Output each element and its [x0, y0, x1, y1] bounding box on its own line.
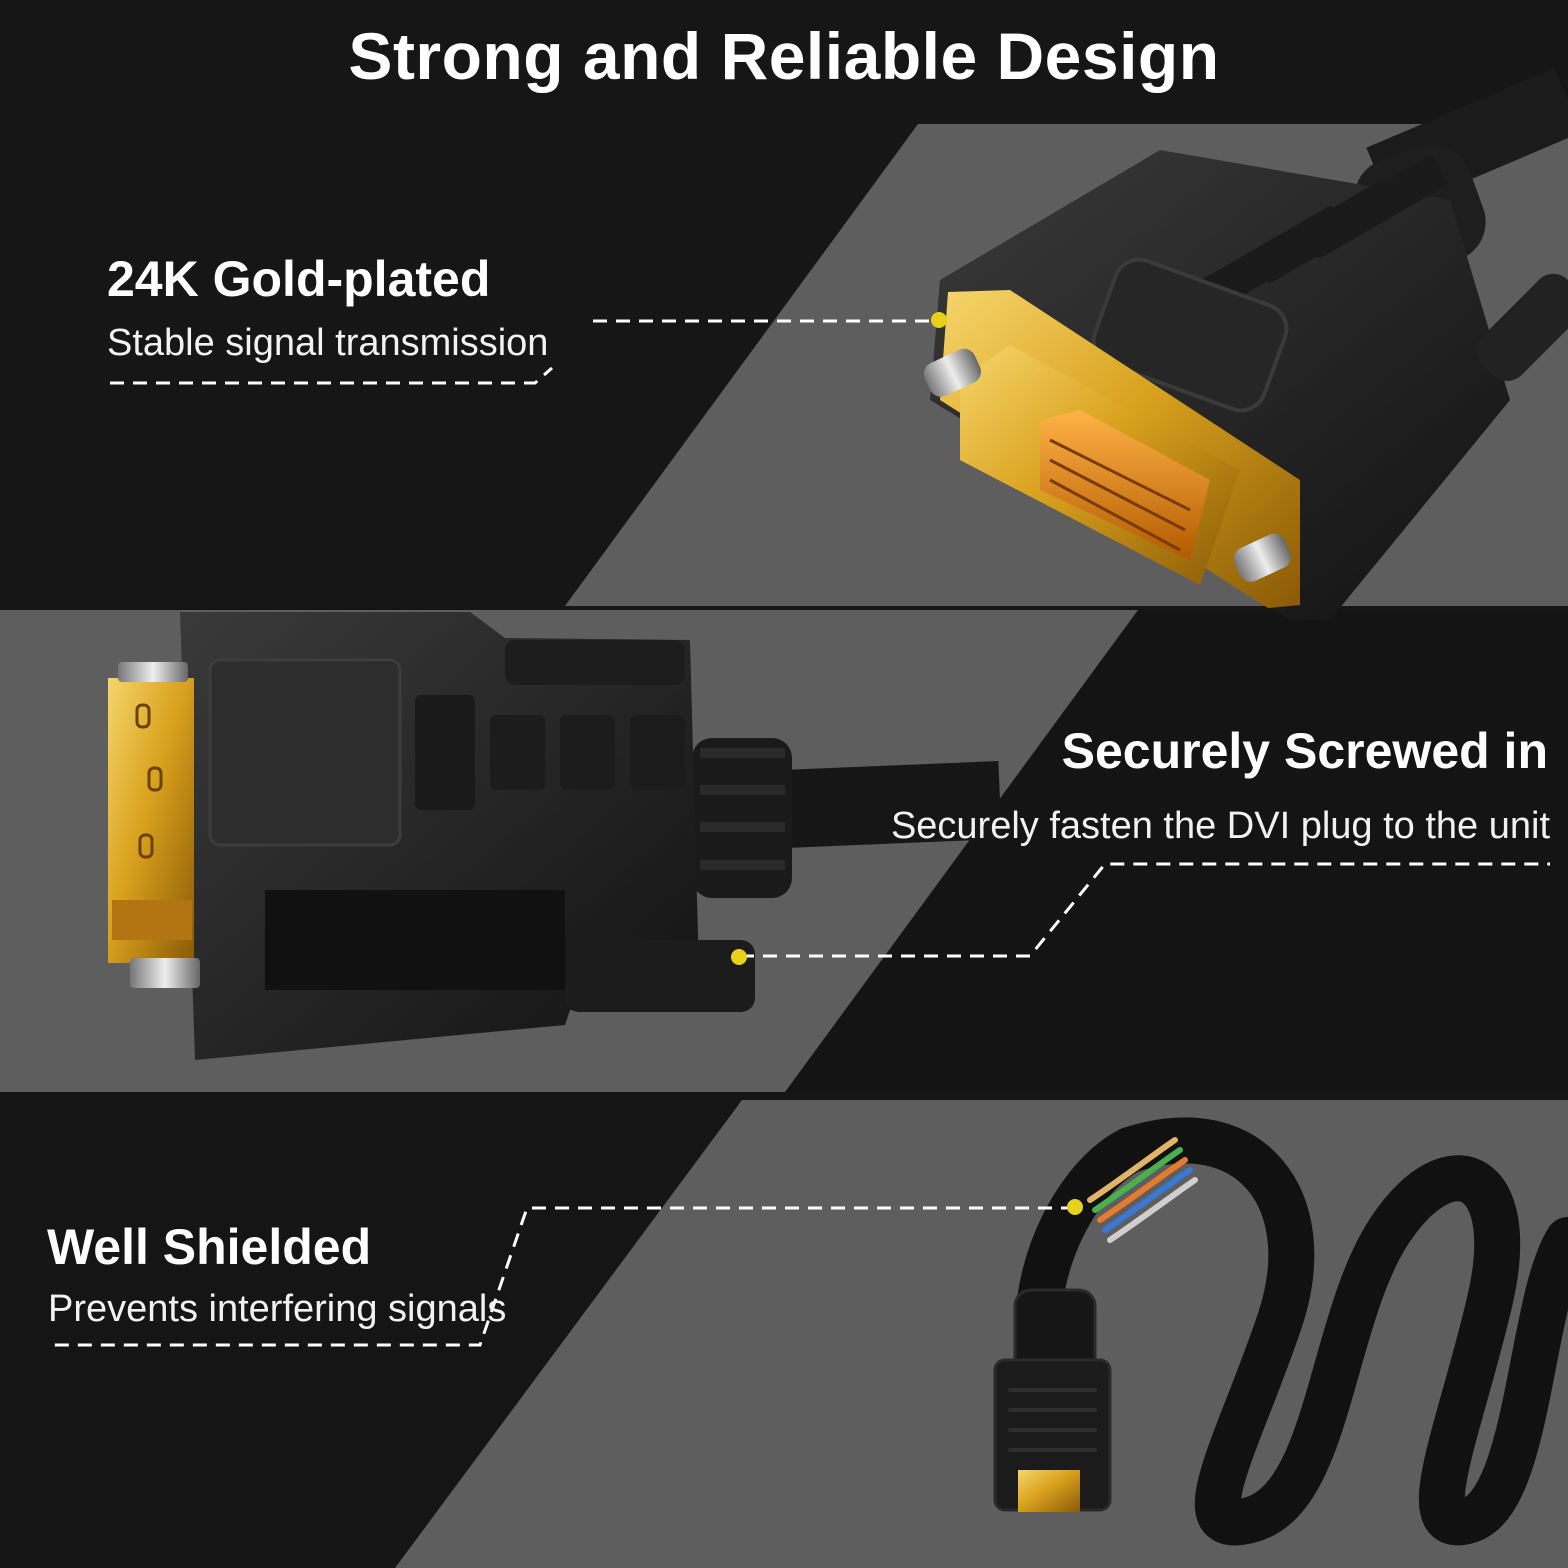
- dvi-connector-side-icon: [108, 612, 1002, 1060]
- feature-subtitle-shielded: Prevents interfering signals: [48, 1288, 507, 1330]
- dvi-connector-top-icon: [923, 67, 1568, 620]
- callout-dot-gold: [931, 312, 947, 328]
- page-title: Strong and Reliable Design: [348, 19, 1220, 93]
- callout-dot-screw: [731, 949, 747, 965]
- callout-lines: [50, 319, 1550, 1347]
- feature-title-screwed-in: Securely Screwed in: [1061, 723, 1548, 779]
- coiled-cable-icon: [993, 1117, 1568, 1546]
- callout-line-screw: [740, 862, 1550, 958]
- callout-dots: [731, 312, 1083, 1215]
- feature-title-shielded: Well Shielded: [47, 1219, 372, 1275]
- feature-subtitle-gold-plated: Stable signal transmission: [107, 322, 549, 364]
- callout-dot-shield: [1067, 1199, 1083, 1215]
- callout-line-shield: [50, 1206, 1075, 1347]
- feature-subtitle-screwed-in: Securely fasten the DVI plug to the unit: [890, 805, 1550, 847]
- feature-title-gold-plated: 24K Gold-plated: [107, 251, 491, 307]
- callout-underline-gold: [110, 366, 553, 385]
